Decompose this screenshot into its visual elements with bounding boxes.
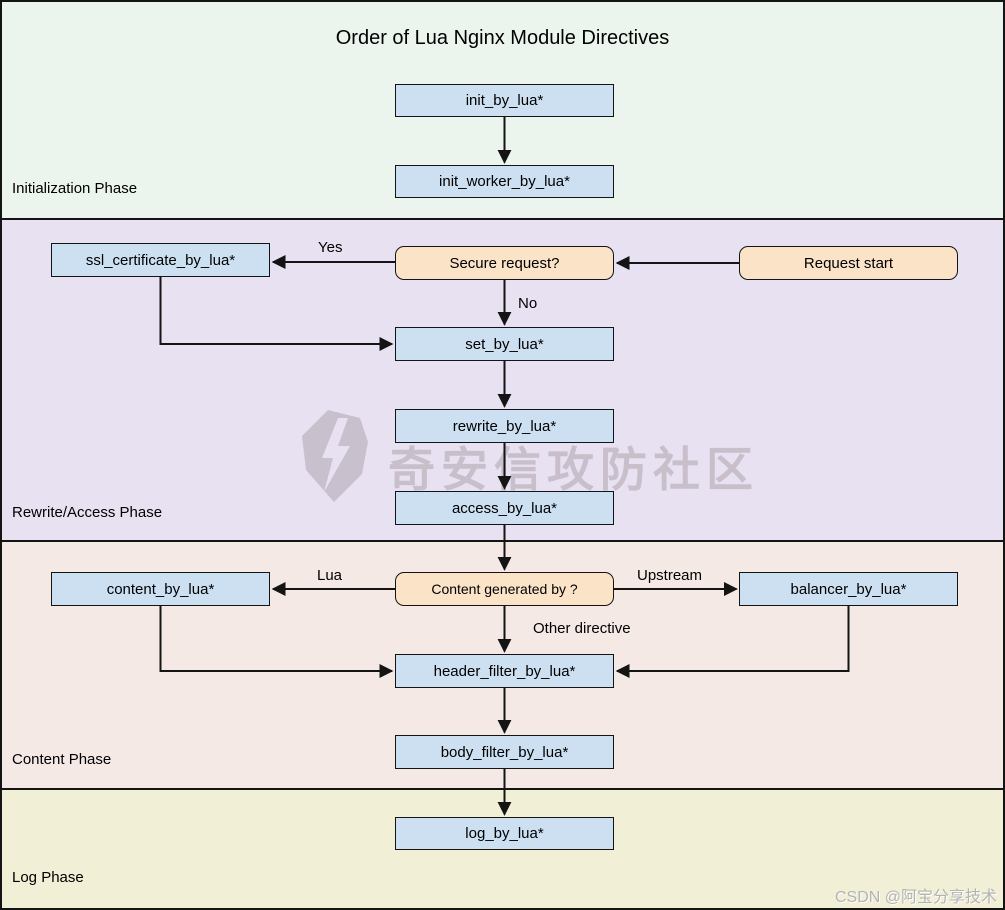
diagram-title: Order of Lua Nginx Module Directives (335, 27, 670, 49)
node-access-by-lua: access_by_lua* (395, 491, 614, 525)
edge-label-no: No (518, 295, 538, 312)
node-header-filter-by-lua: header_filter_by_lua* (395, 654, 614, 688)
edge-label-other-directive: Other directive (533, 620, 631, 637)
edge-label-yes: Yes (318, 239, 343, 256)
node-content-generated-by: Content generated by ? (395, 572, 614, 606)
node-balancer-by-lua: balancer_by_lua* (739, 572, 958, 606)
phase-divider (2, 540, 1003, 542)
node-log-by-lua: log_by_lua* (395, 817, 614, 850)
node-ssl-certificate-by-lua: ssl_certificate_by_lua* (51, 243, 270, 277)
phase-divider (2, 218, 1003, 220)
node-body-filter-by-lua: body_filter_by_lua* (395, 735, 614, 769)
lightning-shield-icon (302, 410, 368, 502)
edge-label-lua: Lua (317, 567, 343, 584)
phase-label-content: Content Phase (12, 751, 112, 768)
node-init-worker-by-lua: init_worker_by_lua* (395, 165, 614, 198)
phase-divider (2, 788, 1003, 790)
node-content-by-lua: content_by_lua* (51, 572, 270, 606)
node-rewrite-by-lua: rewrite_by_lua* (395, 409, 614, 443)
csdn-watermark: CSDN @阿宝分享技术 (834, 889, 997, 906)
node-set-by-lua: set_by_lua* (395, 327, 614, 361)
edge-label-upstream: Upstream (637, 567, 703, 584)
node-request-start: Request start (739, 246, 958, 280)
phase-label-log: Log Phase (12, 869, 84, 886)
phase-label-rewrite-access: Rewrite/Access Phase (12, 504, 163, 521)
node-init-by-lua: init_by_lua* (395, 84, 614, 117)
phase-label-initialization: Initialization Phase (12, 180, 138, 197)
node-secure-request: Secure request? (395, 246, 614, 280)
center-watermark-text: 奇安信攻防社区 (388, 443, 759, 496)
